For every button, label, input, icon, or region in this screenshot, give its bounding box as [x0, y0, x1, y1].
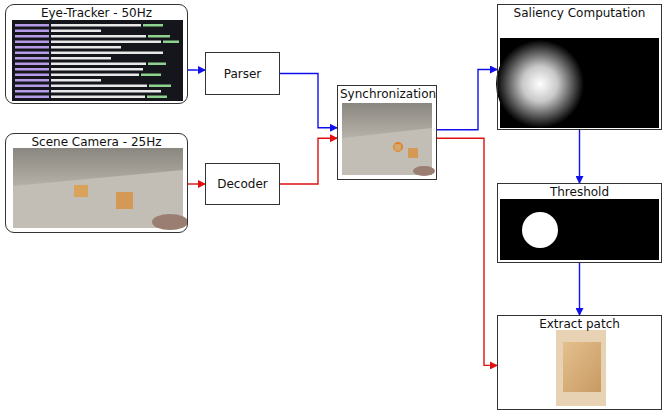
process-box: Extract patch — [497, 315, 662, 410]
box-title: Synchronization — [340, 87, 434, 101]
flow-arrow — [188, 183, 205, 184]
box-title: Saliency Computation — [500, 6, 659, 20]
sync-photo — [342, 103, 435, 176]
flow-arrow — [579, 130, 580, 183]
flow-arrow — [280, 138, 337, 184]
process-box: Threshold — [497, 183, 662, 263]
log-screenshot — [12, 20, 183, 101]
scene-photo — [13, 148, 188, 230]
process-box: Parser — [205, 52, 280, 95]
flow-arrow — [280, 74, 337, 128]
box-label: Decoder — [217, 177, 268, 191]
process-box: Decoder — [205, 163, 280, 205]
flow-arrow — [437, 138, 497, 365]
process-box: Synchronization — [337, 85, 437, 180]
input-box: Eye-Tracker - 50Hz — [5, 4, 188, 104]
threshold-mask — [500, 199, 659, 260]
extracted-patch — [556, 330, 606, 406]
flow-arrow — [437, 70, 497, 130]
saliency-map — [496, 38, 659, 128]
box-label: Parser — [224, 67, 262, 81]
flow-arrow — [579, 263, 580, 315]
flow-arrow — [188, 69, 205, 70]
box-title: Threshold — [500, 185, 659, 199]
input-box: Scene Camera - 25Hz — [5, 133, 188, 233]
box-title: Eye-Tracker - 50Hz — [8, 6, 185, 20]
box-title: Scene Camera - 25Hz — [8, 135, 185, 149]
process-box: Saliency Computation — [497, 4, 662, 130]
box-title: Extract patch — [500, 317, 659, 331]
